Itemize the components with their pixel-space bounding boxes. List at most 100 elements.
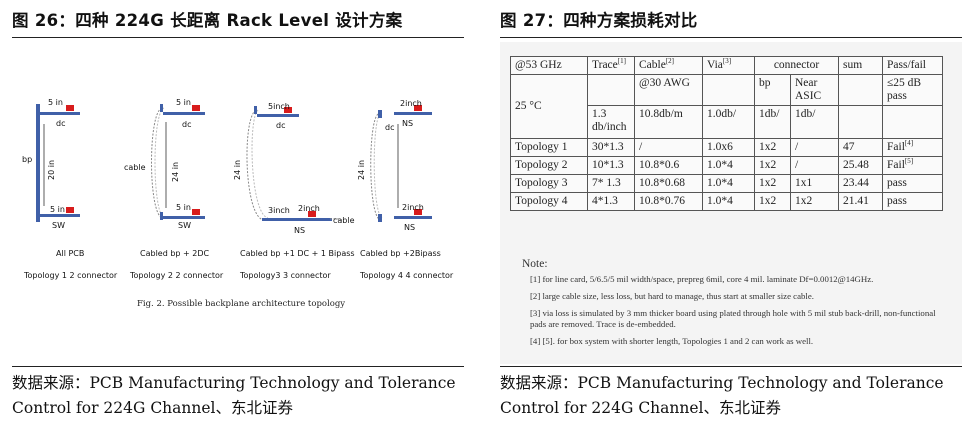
table-cell: Pass/fail — [882, 56, 943, 75]
t3-vert-len: 24 in — [233, 160, 242, 180]
figure-27-title: 图 27：四种方案损耗对比 — [500, 11, 698, 30]
table-row: Topology 3 7* 1.3 10.8*0.68 1.0*4 1x2 1x… — [510, 174, 943, 193]
note-line: [3] via loss is simulated by 3 mm thicke… — [530, 308, 936, 329]
t2-caption: Topology 2 2 connector — [129, 271, 224, 280]
table-cell: 23.44 — [838, 174, 883, 193]
table-cell: 1x1 — [790, 174, 839, 193]
table-cell: 47 — [838, 138, 883, 157]
table-cell — [882, 105, 943, 139]
t3-ns-card — [262, 218, 332, 221]
table-cell: bp — [754, 74, 791, 106]
t4-bot-connector — [378, 214, 382, 222]
table-cell: 1x2 — [790, 192, 839, 211]
topology-1: 5 in dc bp 20 in 5 in SW All PCB Topolog… — [22, 98, 118, 280]
t2-top-len: 5 in — [176, 98, 191, 107]
table-cell: / — [790, 138, 839, 157]
t2-bot-len: 5 in — [176, 203, 191, 212]
figure-26-source: 数据来源：PCB Manufacturing Technology and To… — [12, 374, 456, 417]
t2-label: Cabled bp + 2DC — [140, 249, 210, 258]
t2-sw-card — [163, 216, 205, 219]
table-cell: 1.0*4 — [702, 156, 755, 175]
t1-bot-len: 5 in — [50, 205, 65, 214]
t3-cable — [246, 109, 265, 221]
t4-label: Cabled bp +2Bipass — [360, 249, 441, 258]
t1-dc-chip — [66, 105, 74, 111]
table-cell: 30*1.3 — [587, 138, 635, 157]
fig-caption: Fig. 2. Possible backplane architecture … — [137, 299, 345, 309]
t4-bot-len: 2inch — [402, 203, 424, 212]
table-cell: 10*1.3 — [587, 156, 635, 175]
table-cell: pass — [882, 174, 943, 193]
table-row: 25 °C @30 AWG bp Near ASIC ≤25 dB pass — [510, 74, 943, 139]
t4-ns-chip — [414, 209, 422, 215]
table-cell: 1x2 — [754, 156, 791, 175]
t2-vert-len: 24 in — [171, 162, 180, 182]
loss-comparison-table: @53 GHz Trace[1] Cable[2] Via[3] connect… — [510, 56, 943, 211]
t2-top-connector — [160, 104, 163, 112]
source-rule — [500, 366, 962, 367]
table-cell — [587, 74, 635, 106]
t3-caption: Topology3 3 connector — [239, 271, 331, 280]
topology-diagram: 5 in dc bp 20 in 5 in SW All PCB Topolog… — [22, 98, 454, 309]
t4-vert-len: 24 in — [357, 160, 366, 180]
t3-top-connector — [254, 106, 257, 114]
t4-top-connector — [378, 110, 382, 118]
table-cell: 10.8*0.68 — [634, 174, 703, 193]
table-cell: 1.0db/ — [702, 105, 755, 139]
table-row: Topology 4 4*1.3 10.8*0.76 1.0*4 1x2 1x2… — [510, 192, 943, 211]
table-cell: 1.0*4 — [702, 192, 755, 211]
table-cell — [838, 74, 883, 106]
table-cell: 1db/ — [790, 105, 839, 139]
t3-cable-label: cable — [333, 216, 355, 225]
t4-ns-bot: NS — [404, 223, 415, 232]
table-cell: 10.8db/m — [634, 105, 703, 139]
t3-ns-chip — [308, 211, 316, 217]
note-line: [1] for line card, 5/6.5/5 mil width/spa… — [530, 274, 874, 284]
table-cell: 1db/ — [754, 105, 791, 139]
topology-2: 5 in dc cable 24 in 5 in SW Cabled bp + … — [124, 98, 224, 280]
table-cell: 25 °C — [510, 74, 588, 139]
table-cell: 4*1.3 — [587, 192, 635, 211]
t2-dc: dc — [182, 120, 191, 129]
t4-top-len: 2inch — [400, 99, 422, 108]
table-cell: Trace[1] — [587, 56, 635, 75]
t3-dc-card — [257, 114, 299, 117]
table-cell: 1.0x6 — [702, 138, 755, 157]
topology-3: 5inch dc 24 in 3inch 2inch NS cable Cabl… — [233, 102, 355, 280]
table-cell: @53 GHz — [510, 56, 588, 75]
table-cell: ≤25 dB pass — [882, 74, 943, 106]
table-cell: Topology 3 — [510, 174, 588, 193]
table-cell: / — [790, 156, 839, 175]
table-cell: 10.8*0.76 — [634, 192, 703, 211]
table-cell: Topology 4 — [510, 192, 588, 211]
t1-sw-chip — [66, 207, 74, 213]
t3-len-b: 2inch — [298, 204, 320, 213]
t1-dc-card — [40, 112, 80, 115]
t1-top-len: 5 in — [48, 98, 63, 107]
table-row: Topology 2 10*1.3 10.8*0.6 1.0*4 1x2 / 2… — [510, 156, 943, 175]
table-cell — [838, 105, 883, 139]
table-header-row: @53 GHz Trace[1] Cable[2] Via[3] connect… — [510, 56, 943, 75]
figure-27-source: 数据来源：PCB Manufacturing Technology and To… — [500, 374, 944, 417]
table-cell: 1.3 db/inch — [587, 105, 635, 139]
note-head: Note: — [522, 258, 548, 270]
t4-ns-top: NS — [402, 119, 413, 128]
t1-sw: SW — [52, 221, 65, 230]
t2-dc-card — [163, 112, 205, 115]
table-cell: 1x2 — [754, 138, 791, 157]
t1-label: All PCB — [56, 249, 84, 258]
table-cell: 1x2 — [754, 192, 791, 211]
table-cell: 25.48 — [838, 156, 883, 175]
table-cell: @30 AWG — [634, 74, 703, 106]
note-line: [2] large cable size, less loss, but har… — [530, 291, 814, 301]
bp-label: bp — [22, 155, 32, 164]
t2-bot-connector — [160, 212, 163, 220]
table-cell: Fail[4] — [882, 138, 943, 157]
t3-top-len: 5inch — [268, 102, 290, 111]
loss-table-image: @53 GHz Trace[1] Cable[2] Via[3] connect… — [500, 42, 962, 364]
figure-27-panel: 图 27：四种方案损耗对比 @53 GHz Trace[1] Cable[2] … — [500, 0, 962, 440]
table-cell: 1.0*4 — [702, 174, 755, 193]
t4-dc: dc — [385, 123, 394, 132]
t2-sw-chip — [192, 209, 200, 215]
table-cell: / — [634, 138, 703, 157]
